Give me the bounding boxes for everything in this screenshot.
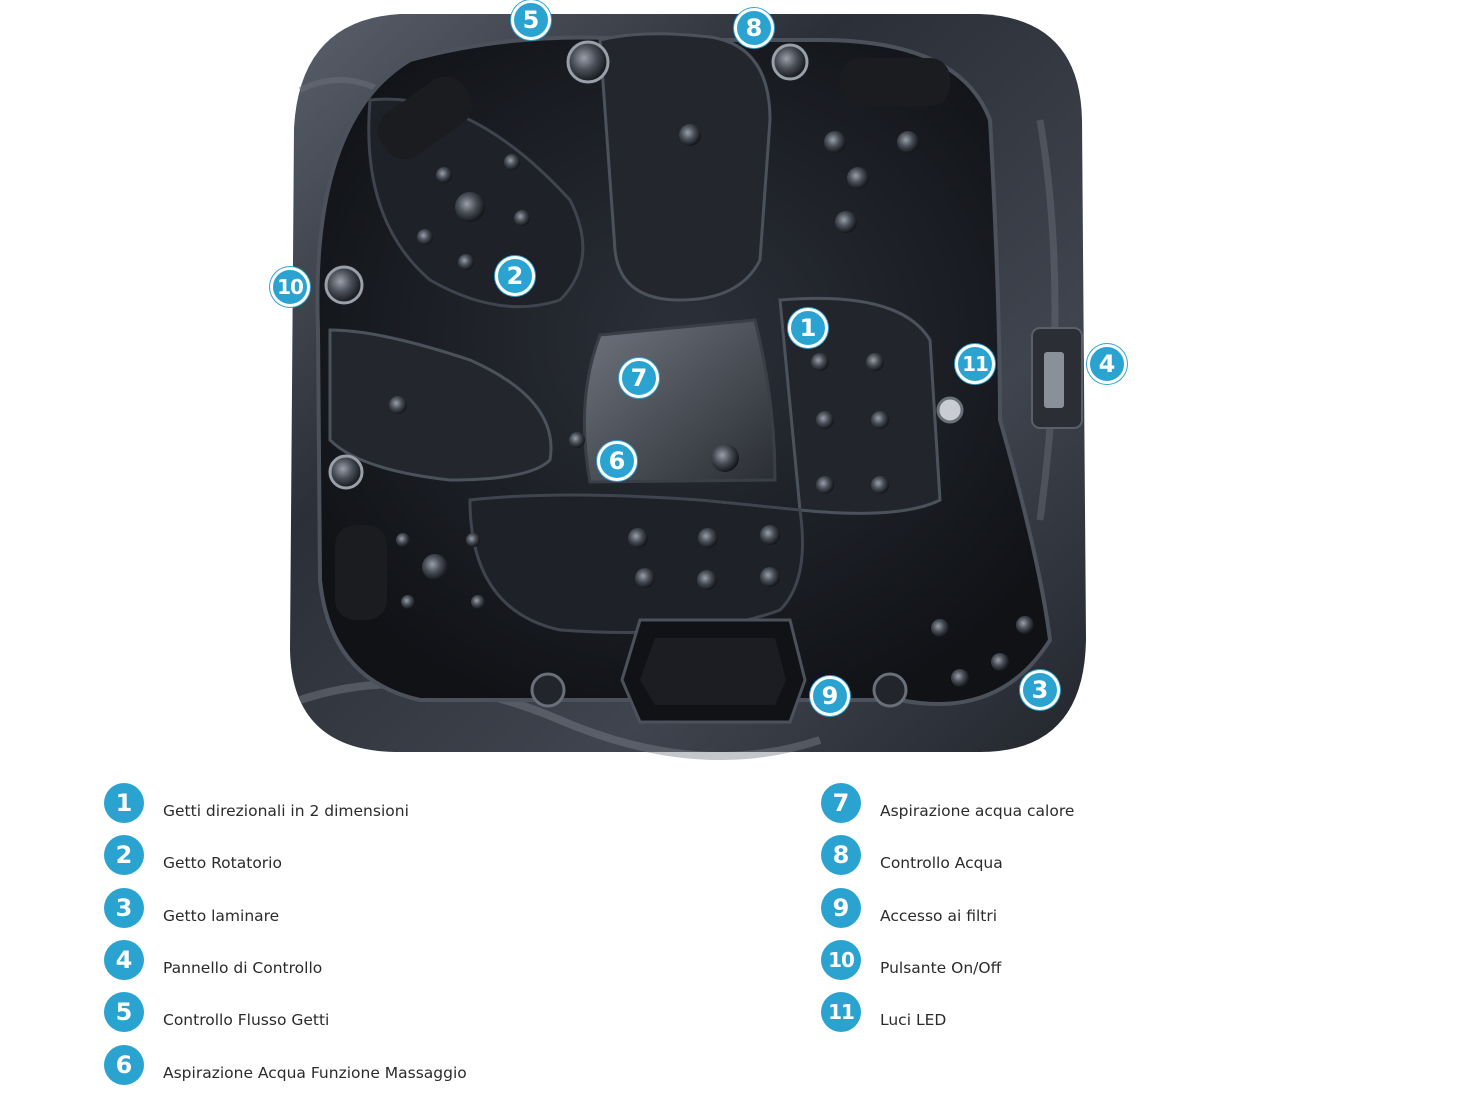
headrest	[335, 525, 387, 620]
legend-label: Getto Rotatorio	[163, 854, 282, 872]
marker-5: 5	[511, 0, 551, 40]
legend-label: Controllo Flusso Getti	[163, 1011, 330, 1029]
marker-4: 4	[1087, 344, 1127, 384]
legend-label: Pulsante On/Off	[880, 959, 1002, 977]
marker-11: 11	[955, 344, 995, 384]
legend-badge: 6	[104, 1045, 144, 1085]
legend-badge: 7	[821, 783, 861, 823]
hot-tub-top-view-image	[290, 14, 1086, 760]
legend-label: Getti direzionali in 2 dimensioni	[163, 802, 409, 820]
legend-badge: 1	[104, 783, 144, 823]
legend-label: Pannello di Controllo	[163, 959, 323, 977]
jets	[389, 124, 1034, 687]
legend-badge: 9	[821, 888, 861, 928]
marker-6: 6	[597, 441, 637, 481]
marker-10: 10	[270, 267, 310, 307]
headrest	[840, 58, 950, 106]
legend-badge: 5	[104, 992, 144, 1032]
marker-3: 3	[1020, 670, 1060, 710]
legend-label: Aspirazione acqua calore	[880, 802, 1075, 820]
marker-9: 9	[810, 676, 850, 716]
legend-badge: 10	[821, 940, 861, 980]
marker-7: 7	[619, 358, 659, 398]
marker-2: 2	[495, 256, 535, 296]
headrest	[377, 76, 473, 160]
legend-label: Accesso ai filtri	[880, 907, 998, 925]
legend-label: Getto laminare	[163, 907, 280, 925]
marker-1: 1	[788, 308, 828, 348]
legend-badge: 8	[821, 835, 861, 875]
legend-badge: 2	[104, 835, 144, 875]
legend-label: Controllo Acqua	[880, 854, 1003, 872]
legend-badge: 4	[104, 940, 144, 980]
legend-badge: 11	[821, 992, 861, 1032]
legend-label: Luci LED	[880, 1011, 947, 1029]
legend-badge: 3	[104, 888, 144, 928]
legend-label: Aspirazione Acqua Funzione Massaggio	[163, 1064, 467, 1082]
marker-8: 8	[734, 8, 774, 48]
